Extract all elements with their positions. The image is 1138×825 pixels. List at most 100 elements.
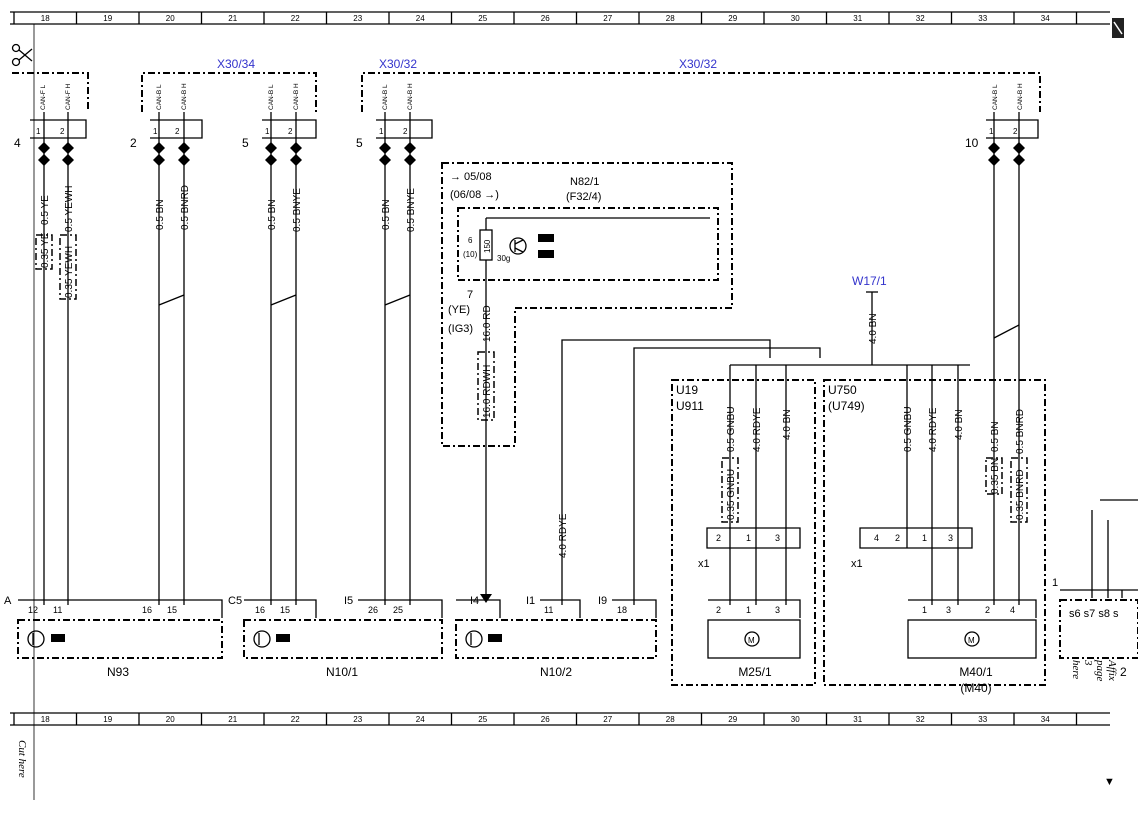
connector-symbols <box>38 142 1025 166</box>
pin: 18 <box>617 605 627 615</box>
connector-diamond <box>178 142 190 154</box>
column-label: 18 <box>41 715 50 724</box>
bottom-ruler <box>10 712 1110 726</box>
wire-label: 0.35 YEWH <box>64 246 75 298</box>
pin: 1 <box>746 533 751 543</box>
svg-text:M: M <box>968 636 975 645</box>
wire-label: 4.0 BN <box>868 313 879 344</box>
transistor-icon <box>509 237 527 255</box>
can-b-box-a <box>141 72 317 112</box>
can-b-h-label-1: CAN-B H <box>181 83 188 110</box>
can-b-h-label-3: CAN-B H <box>407 83 414 110</box>
cut-here-note: Cut here <box>16 740 28 778</box>
can-b-l-label-2: CAN-B L <box>268 84 275 110</box>
component-n93: N93 <box>107 665 129 679</box>
connector-diamond <box>178 154 190 166</box>
fuse-value: 150 <box>483 239 492 253</box>
transistor-icon <box>27 630 483 648</box>
pin: 1 <box>922 605 927 615</box>
x1-label: x1 <box>698 558 710 570</box>
pin: 3 <box>775 605 780 615</box>
n82-tag: 30g <box>497 254 510 263</box>
wire-label: 0.35 YE <box>40 232 51 268</box>
pin-1: 1 <box>153 127 158 136</box>
x1-connector-b <box>859 527 973 549</box>
n10-1-box <box>243 619 443 659</box>
pin: 2 <box>716 605 721 615</box>
n82-pin6: 6 <box>468 236 473 245</box>
affix-note: Affix page 3 here <box>1070 660 1118 682</box>
wire-label: 16.0 RDWH <box>482 365 493 418</box>
pin: 1 <box>746 605 751 615</box>
connector-diamond <box>265 142 277 154</box>
connector-diamond <box>404 142 416 154</box>
column-label: 24 <box>416 715 425 724</box>
wire-label: 4.0 RDYE <box>558 513 569 558</box>
ground-ref-x30-34: X30/34 <box>217 57 255 71</box>
component-m40-1: M40/1 <box>959 665 993 679</box>
wire-label: 0.5 YE <box>40 195 51 225</box>
s-labels: s6 s7 s8 s <box>1069 608 1119 620</box>
pin-2: 2 <box>60 127 65 136</box>
connector-diamond <box>379 142 391 154</box>
node-number-2: 2 <box>130 136 137 150</box>
node-number-10: 10 <box>965 136 979 150</box>
can-f-box <box>12 72 89 112</box>
top-ruler <box>10 11 1110 25</box>
n10-2-box <box>455 619 657 659</box>
pin-2: 2 <box>175 127 180 136</box>
connector-diamond <box>379 154 391 166</box>
column-label: 32 <box>916 715 925 724</box>
wire-label: 0.5 YEWH <box>64 186 75 233</box>
can-b-box-b <box>361 72 1041 112</box>
component-n10-1: N10/1 <box>326 665 358 679</box>
wire-label: 0.5 BN <box>267 199 278 230</box>
pin: 15 <box>167 605 177 615</box>
pin-2: 2 <box>288 127 293 136</box>
n82-name: N82/1 <box>570 176 599 188</box>
module-u749: (U749) <box>828 399 865 413</box>
connector-diamond <box>62 154 74 166</box>
wire-sheath-boxes <box>35 234 77 300</box>
pin: 3 <box>946 605 951 615</box>
wire-label: 4.0 RDYE <box>928 407 939 452</box>
arrow-down-icon: ▼ <box>1104 776 1115 788</box>
can-b-l-label-3: CAN-B L <box>382 84 389 110</box>
pin: 12 <box>28 605 38 615</box>
pin: 4 <box>1010 605 1015 615</box>
column-label: 27 <box>603 715 612 724</box>
column-label: 30 <box>791 715 800 724</box>
node-number-5: 5 <box>242 136 249 150</box>
column-label: 18 <box>41 14 50 23</box>
pin: 2 <box>716 533 721 543</box>
column-label: 21 <box>228 715 237 724</box>
wire-label: 4.0 BN <box>954 409 965 440</box>
column-label: 31 <box>853 715 862 724</box>
column-label: 34 <box>1041 14 1050 23</box>
m40-box <box>907 619 1037 659</box>
svg-text:M: M <box>748 636 755 645</box>
wire-label: 0.5 BNRD <box>180 185 191 230</box>
column-label: 33 <box>978 14 987 23</box>
connector-diamond <box>988 154 1000 166</box>
connector-diamond <box>153 142 165 154</box>
node-number-4: 4 <box>14 136 21 150</box>
u19-box <box>671 379 816 686</box>
n82-pin7: 7 <box>467 289 473 301</box>
can-b-h-label-2: CAN-B H <box>293 83 300 110</box>
ground-ref-w17: W17/1 <box>852 274 887 288</box>
fuse-symbol <box>479 217 710 300</box>
can-f-l-label: CAN-F L <box>40 84 47 110</box>
pin-1: 1 <box>265 127 270 136</box>
pencil-icon <box>1112 18 1124 38</box>
can-f-h-label: CAN-F H <box>65 83 72 110</box>
wire-4rdye <box>561 339 771 605</box>
scissors-icon <box>11 43 33 67</box>
hand-icon <box>51 634 502 642</box>
wire-label: 0.5 BNYE <box>406 188 417 232</box>
can-b-l-label-1: CAN-B L <box>156 84 163 110</box>
n93-box <box>17 619 223 659</box>
connector-diamond <box>38 142 50 154</box>
m25-box <box>707 619 801 659</box>
